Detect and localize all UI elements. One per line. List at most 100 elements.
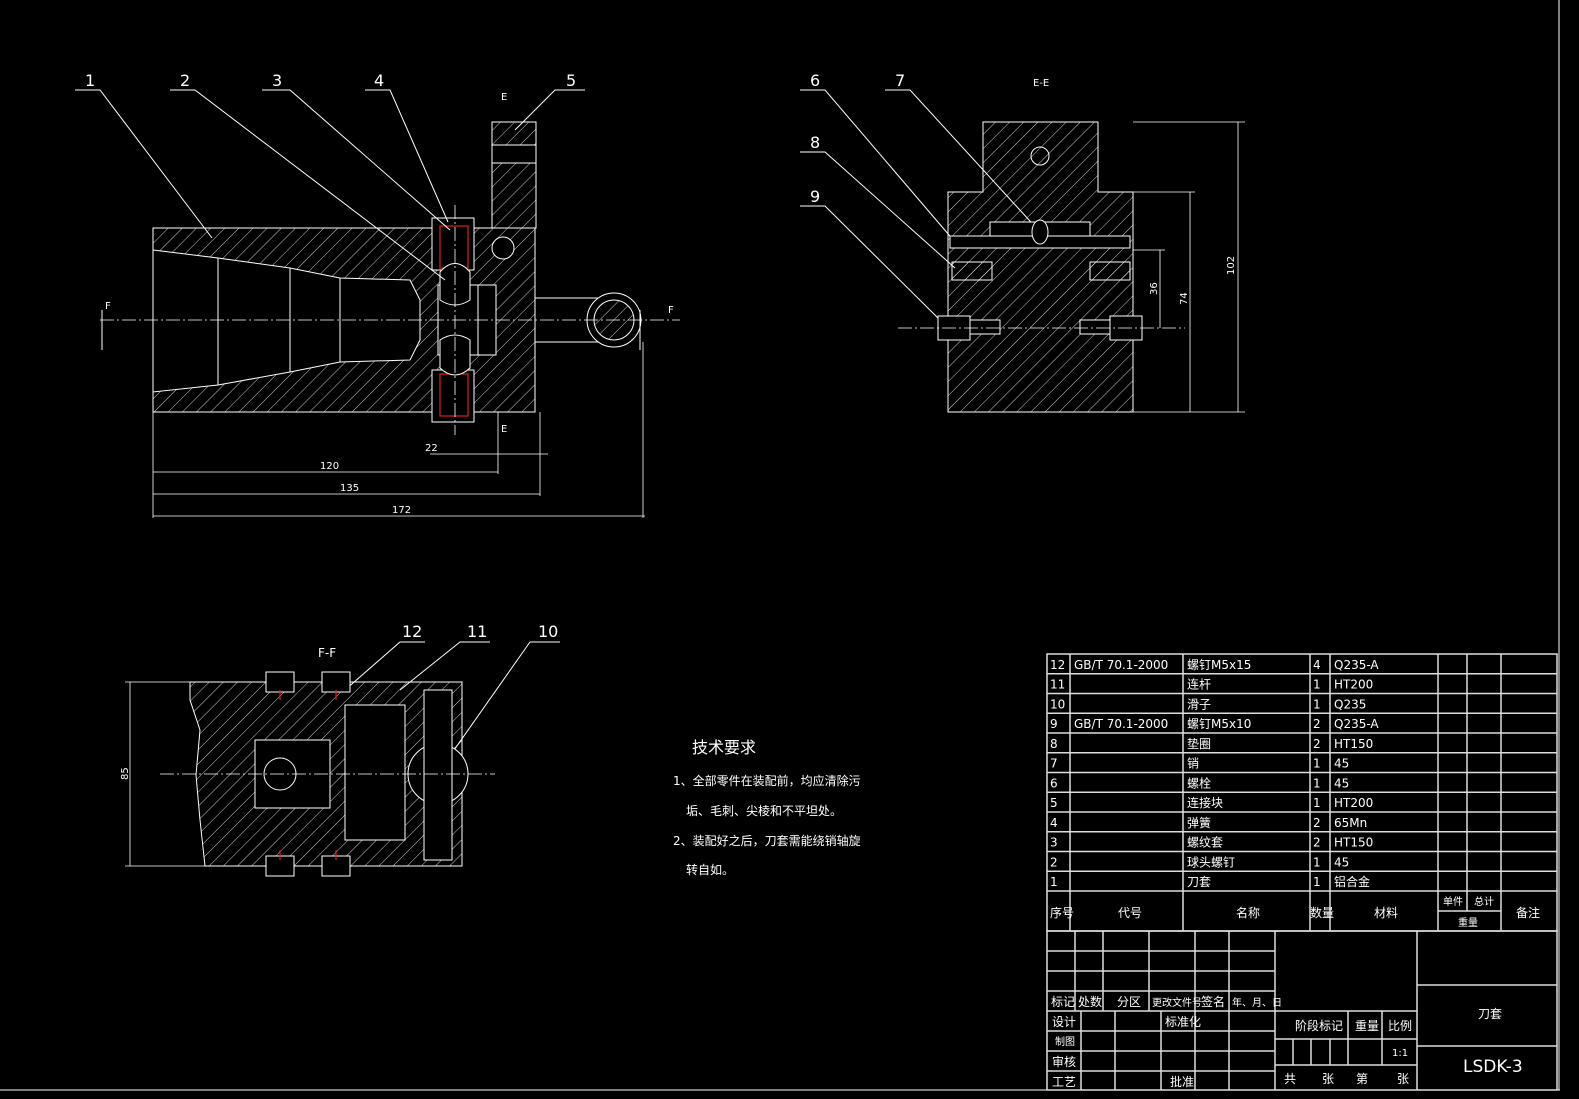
- bom-cell-qty: 1: [1313, 776, 1321, 790]
- tb-standard: 标准化: [1165, 1015, 1201, 1029]
- tb-part-name: 刀套: [1478, 1007, 1502, 1021]
- tech-req-title: 技术要求: [692, 738, 756, 757]
- tb-sheet: 张: [1397, 1072, 1409, 1086]
- bom-cell-no: 6: [1050, 776, 1058, 790]
- bom-cell-code: GB/T 70.1-2000: [1074, 717, 1168, 731]
- bom-cell-no: 2: [1050, 855, 1058, 869]
- bom-cell-material: 45: [1334, 855, 1349, 869]
- bom-cell-no: 8: [1050, 737, 1058, 751]
- bom-header-weight: 重量: [1458, 916, 1478, 929]
- balloon-1: 1: [85, 71, 95, 90]
- tb-count: 处数: [1078, 994, 1102, 1009]
- bom-cell-no: 1: [1050, 875, 1058, 889]
- section-mark-e-bottom: E: [501, 424, 507, 435]
- tech-req-line: 垢、毛刺、尖棱和不平坦处。: [686, 803, 842, 818]
- bom-cell-name: 连杆: [1187, 677, 1211, 692]
- bom-header-material: 材料: [1374, 906, 1398, 920]
- dim-172: 172: [392, 505, 411, 516]
- bom-cell-material: 45: [1334, 757, 1349, 771]
- bom-cell-no: 10: [1050, 697, 1065, 711]
- bom-cell-material: HT150: [1334, 836, 1373, 850]
- tech-req-line: 1、全部零件在装配前，均应清除污: [673, 773, 861, 788]
- bom-cell-qty: 1: [1313, 678, 1321, 692]
- tech-req-line: 转自如。: [686, 862, 734, 877]
- section-mark-f-right: F: [668, 305, 674, 316]
- bom-cell-no: 7: [1050, 757, 1058, 771]
- bom-header-name: 名称: [1236, 905, 1260, 920]
- technical-requirements: 技术要求 1、全部零件在装配前，均应清除污 垢、毛刺、尖棱和不平坦处。 2、装配…: [673, 738, 861, 877]
- bom-header-no: 序号: [1050, 905, 1074, 920]
- dim-135: 135: [340, 483, 359, 494]
- tb-sheets: 张: [1322, 1072, 1334, 1086]
- bom-cell-name: 连接块: [1187, 795, 1223, 810]
- tb-mark: 标记: [1051, 995, 1075, 1009]
- dim-85: 85: [120, 767, 131, 780]
- bom-cell-name: 滑子: [1187, 697, 1211, 711]
- bom-cell-name: 螺钉M5x10: [1187, 717, 1251, 731]
- bom-cell-no: 9: [1050, 717, 1058, 731]
- section-view-f-f: [125, 671, 495, 877]
- tb-sign: 签名: [1201, 994, 1225, 1009]
- main-section-view: [100, 121, 680, 518]
- bom-header-remark: 备注: [1516, 905, 1540, 920]
- tb-zone: 分区: [1117, 995, 1141, 1009]
- tb-drawing-number: LSDK-3: [1463, 1057, 1523, 1077]
- balloon-11: 11: [467, 622, 487, 641]
- bom-cell-material: HT200: [1334, 678, 1373, 692]
- leader-lines: [75, 89, 1041, 771]
- bom-cell-material: 铝合金: [1334, 874, 1370, 889]
- bom-cell-material: HT150: [1334, 737, 1373, 751]
- section-title-e-e: E-E: [1033, 78, 1049, 89]
- tb-total: 共: [1284, 1072, 1296, 1086]
- tb-process: 工艺: [1052, 1075, 1076, 1089]
- tb-stage-mark: 阶段标记: [1295, 1018, 1343, 1033]
- bom-cell-qty: 1: [1313, 875, 1321, 889]
- bom-cell-material: 65Mn: [1334, 816, 1367, 830]
- dim-102: 102: [1226, 256, 1237, 275]
- balloon-7: 7: [895, 71, 905, 90]
- bom-cell-material: Q235-A: [1334, 658, 1379, 672]
- bom-cell-code: GB/T 70.1-2000: [1074, 658, 1168, 672]
- bom-cell-no: 5: [1050, 796, 1058, 810]
- section-mark-f-left: F: [105, 301, 111, 312]
- balloon-6: 6: [810, 71, 820, 90]
- tb-drawing: 制图: [1055, 1035, 1075, 1048]
- bom-cell-name: 螺栓: [1187, 775, 1211, 790]
- section-view-e-e: [898, 121, 1245, 413]
- bom-cell-qty: 2: [1313, 836, 1321, 850]
- dim-22: 22: [425, 443, 438, 454]
- title-block: [1046, 930, 1558, 1091]
- bom-row: 6 螺栓 1 45: [1047, 775, 1557, 793]
- bom-cell-qty: 1: [1313, 796, 1321, 810]
- balloon-9: 9: [810, 187, 820, 206]
- bom-row: 3 螺纹套 2 HT150: [1047, 836, 1557, 853]
- bom-cell-name: 销: [1187, 757, 1199, 771]
- bom-cell-qty: 4: [1313, 658, 1321, 672]
- bom-cell-name: 球头螺钉: [1187, 855, 1235, 869]
- section-mark-e-top: E: [501, 92, 507, 103]
- balloon-10: 10: [538, 622, 558, 641]
- bom-row: 11 连杆 1 HT200: [1047, 677, 1557, 695]
- tb-review: 审核: [1052, 1054, 1076, 1069]
- bom-cell-material: HT200: [1334, 796, 1373, 810]
- balloon-8: 8: [810, 133, 820, 152]
- bom-cell-no: 3: [1050, 836, 1058, 850]
- bom-cell-qty: 2: [1313, 737, 1321, 751]
- bom-cell-no: 12: [1050, 658, 1065, 672]
- bom-cell-qty: 2: [1313, 717, 1321, 731]
- bom-cell-no: 11: [1050, 678, 1065, 692]
- dim-120: 120: [320, 461, 339, 472]
- tb-date: 年、月、日: [1232, 996, 1282, 1009]
- bom-cell-name: 刀套: [1187, 875, 1211, 889]
- bom-cell-name: 螺钉M5x15: [1187, 658, 1251, 672]
- section-title-f-f: F-F: [318, 646, 336, 660]
- bom-header-unit: 单件: [1443, 896, 1463, 908]
- bom-cell-material: 45: [1334, 776, 1349, 790]
- bom-cell-name: 螺纹套: [1187, 836, 1223, 850]
